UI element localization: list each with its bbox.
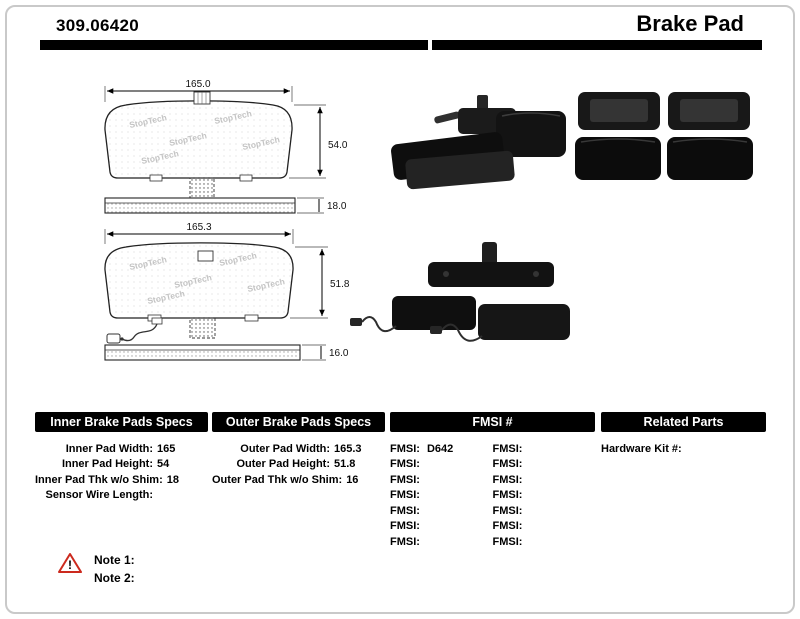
fmsi-label: FMSI: bbox=[492, 489, 523, 502]
header-right-bar bbox=[432, 40, 762, 50]
table-row: FMSI: FMSI: bbox=[390, 488, 595, 504]
spec-value: 54 bbox=[157, 458, 170, 471]
product-photo-front-set bbox=[391, 95, 566, 190]
related-parts-header: Related Parts bbox=[601, 412, 766, 432]
table-row: Outer Pad Thk w/o Shim: 16 bbox=[212, 472, 385, 488]
fmsi-label: FMSI: bbox=[390, 535, 420, 548]
fmsi-label: FMSI: bbox=[390, 520, 420, 533]
note-2: Note 2: bbox=[94, 571, 135, 585]
spec-label: Outer Pad Height: bbox=[236, 458, 330, 471]
spec-label: Outer Pad Width: bbox=[240, 442, 330, 455]
fmsi-label: FMSI: bbox=[390, 458, 420, 471]
fmsi-label: FMSI: bbox=[390, 504, 420, 517]
spec-value: 51.8 bbox=[334, 458, 356, 471]
outer-specs-header: Outer Brake Pads Specs bbox=[212, 412, 385, 432]
inner-pad-edge-view: 18.0 bbox=[104, 197, 347, 214]
spec-label: Inner Pad Height: bbox=[61, 458, 153, 471]
product-photo-sensor-set bbox=[350, 242, 570, 342]
table-row: FMSI: D642 FMSI: bbox=[390, 441, 595, 457]
outer-pad-center-tab bbox=[189, 317, 216, 339]
outer-height-dimension: 51.8 bbox=[330, 279, 350, 290]
outer-thickness-dimension: 16.0 bbox=[329, 348, 349, 359]
page-title: Brake Pad bbox=[636, 11, 744, 36]
outer-pad-diagram: 165.3 StopTech StopTech StopTech StopTec… bbox=[104, 222, 350, 361]
inner-pad-outline bbox=[104, 100, 293, 179]
table-row: FMSI: FMSI: bbox=[390, 534, 595, 550]
table-row: Outer Pad Width: 165.3 bbox=[212, 441, 385, 457]
spec-value: 18 bbox=[166, 473, 179, 486]
brake-pad-diagram: 165.0 StopTech StopTech StopTech StopTec… bbox=[104, 79, 753, 361]
fmsi-label: FMSI: bbox=[492, 473, 523, 486]
spec-value: 16 bbox=[346, 473, 359, 486]
spec-value: 165 bbox=[157, 442, 176, 455]
spec-label: Inner Pad Thk w/o Shim: bbox=[35, 473, 163, 486]
inner-specs-table: Inner Brake Pads Specs Inner Pad Width: … bbox=[35, 412, 208, 503]
warning-icon: ! bbox=[58, 552, 82, 574]
fmsi-label: FMSI: bbox=[492, 442, 523, 455]
table-row: Inner Pad Width: 165 bbox=[35, 441, 208, 457]
spec-label: Inner Pad Width: bbox=[65, 442, 153, 455]
spec-value: 165.3 bbox=[334, 442, 362, 455]
outer-pad-outline bbox=[104, 242, 294, 319]
spec-label: Outer Pad Thk w/o Shim: bbox=[212, 473, 343, 486]
fmsi-header: FMSI # bbox=[390, 412, 595, 432]
related-part-label: Hardware Kit #: bbox=[601, 442, 682, 455]
fmsi-value: D642 bbox=[426, 442, 454, 455]
table-row: FMSI: FMSI: bbox=[390, 503, 595, 519]
table-row: Outer Pad Height: 51.8 bbox=[212, 457, 385, 473]
inner-specs-header: Inner Brake Pads Specs bbox=[35, 412, 208, 432]
inner-height-dimension: 54.0 bbox=[328, 140, 348, 151]
product-photo-pad-kit bbox=[575, 92, 753, 180]
part-number: 309.06420 bbox=[56, 16, 140, 35]
header-left-bar bbox=[40, 40, 428, 50]
fmsi-label: FMSI: bbox=[390, 473, 420, 486]
table-row: Inner Pad Height: 54 bbox=[35, 457, 208, 473]
fmsi-label: FMSI: bbox=[492, 535, 523, 548]
table-row: FMSI: FMSI: bbox=[390, 472, 595, 488]
table-row: FMSI: FMSI: bbox=[390, 519, 595, 535]
fmsi-label: FMSI: bbox=[492, 458, 523, 471]
inner-pad-diagram: 165.0 StopTech StopTech StopTech StopTec… bbox=[104, 79, 348, 214]
warning-exclamation: ! bbox=[68, 558, 72, 572]
table-row: Inner Pad Thk w/o Shim: 18 bbox=[35, 472, 208, 488]
wear-sensor-wire bbox=[106, 317, 163, 344]
outer-pad-edge-view: 16.0 bbox=[104, 344, 349, 361]
note-1: Note 1: bbox=[94, 553, 135, 567]
table-row: FMSI: FMSI: bbox=[390, 457, 595, 473]
fmsi-table: FMSI # FMSI: D642 FMSI: FMSI: FMSI: FMSI:… bbox=[390, 412, 595, 550]
inner-thickness-dimension: 18.0 bbox=[327, 201, 347, 212]
notes: Note 1: Note 2: bbox=[94, 551, 135, 587]
related-parts-table: Related Parts Hardware Kit #: bbox=[601, 412, 766, 457]
fmsi-label: FMSI: bbox=[390, 489, 420, 502]
outer-width-dimension: 165.3 bbox=[186, 222, 211, 233]
outer-pad-clip bbox=[197, 250, 214, 262]
spec-label: Sensor Wire Length: bbox=[45, 489, 153, 502]
fmsi-label: FMSI: bbox=[492, 504, 523, 517]
table-row: Hardware Kit #: bbox=[601, 441, 766, 457]
fmsi-label: FMSI: bbox=[492, 520, 523, 533]
table-row: Sensor Wire Length: bbox=[35, 488, 208, 504]
outer-specs-table: Outer Brake Pads Specs Outer Pad Width: … bbox=[212, 412, 385, 488]
fmsi-label: FMSI: bbox=[390, 442, 420, 455]
inner-width-dimension: 165.0 bbox=[185, 79, 210, 90]
